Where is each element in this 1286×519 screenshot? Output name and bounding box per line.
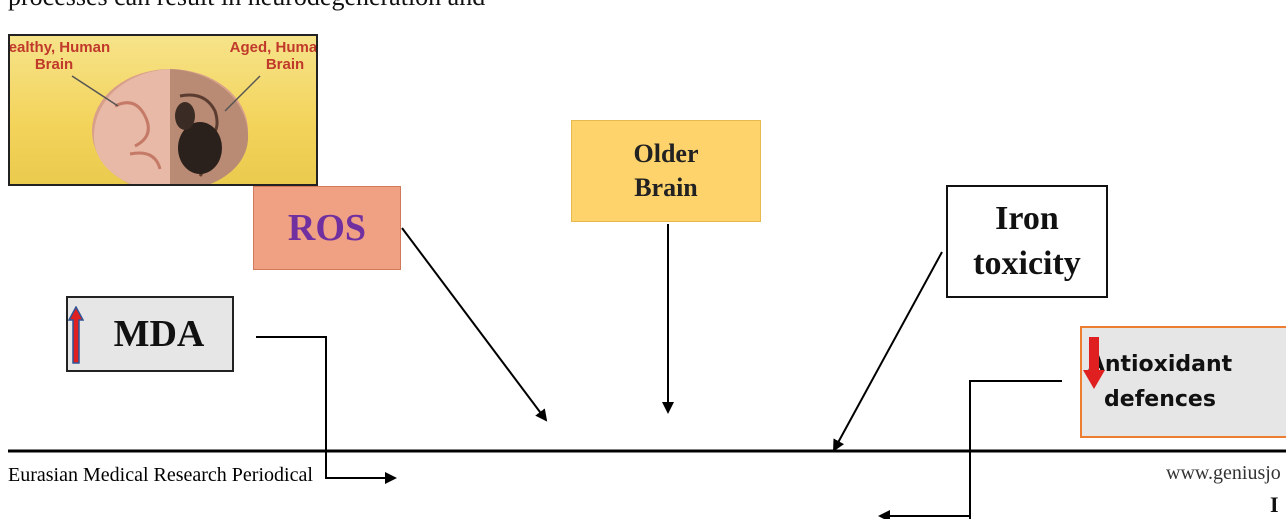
older-brain-label-line1: Older xyxy=(633,139,699,169)
antioxidant-connector xyxy=(969,380,1062,519)
older-brain-node: Older Brain xyxy=(571,120,761,222)
iron-toxicity-label-line1: Iron xyxy=(995,200,1059,238)
mda-label: MDA xyxy=(113,313,205,355)
antioxidant-label-line1: Antioxidant xyxy=(1087,351,1233,377)
ros-arrow xyxy=(401,227,548,422)
mda-node: MDA xyxy=(66,296,234,372)
iron-toxicity-label-line2: toxicity xyxy=(973,244,1081,282)
aged-brain-label-line1: Aged, Human xyxy=(230,39,318,56)
brain-comparison-image: Healthy, Human Brain Aged, Human Brain xyxy=(8,34,318,186)
healthy-brain-label-line1: Healthy, Human xyxy=(10,39,110,56)
ros-label: ROS xyxy=(287,207,367,249)
brain-illustration: Healthy, Human Brain Aged, Human Brain xyxy=(10,39,318,184)
journal-name: Eurasian Medical Research Periodical xyxy=(8,464,313,486)
healthy-brain-label-line2: Brain xyxy=(35,56,73,73)
body-text-line: processes can result in neurodegeneratio… xyxy=(8,0,485,12)
iron-toxicity-node: Iron toxicity xyxy=(946,185,1108,298)
down-arrow-icon xyxy=(1083,337,1105,389)
journal-website: www.geniusjo xyxy=(1166,462,1281,484)
iron-toxicity-arrow xyxy=(833,251,943,452)
ros-node: ROS xyxy=(253,186,401,270)
up-arrow-icon xyxy=(68,306,84,364)
aged-brain-label-line2: Brain xyxy=(266,56,304,73)
older-brain-label-line2: Brain xyxy=(634,173,698,202)
antioxidant-label-line2: defences xyxy=(1104,387,1216,412)
mda-connector xyxy=(256,336,397,484)
page-number: I xyxy=(1270,492,1279,517)
antioxidant-defences-node: Antioxidant defences xyxy=(1080,326,1286,438)
